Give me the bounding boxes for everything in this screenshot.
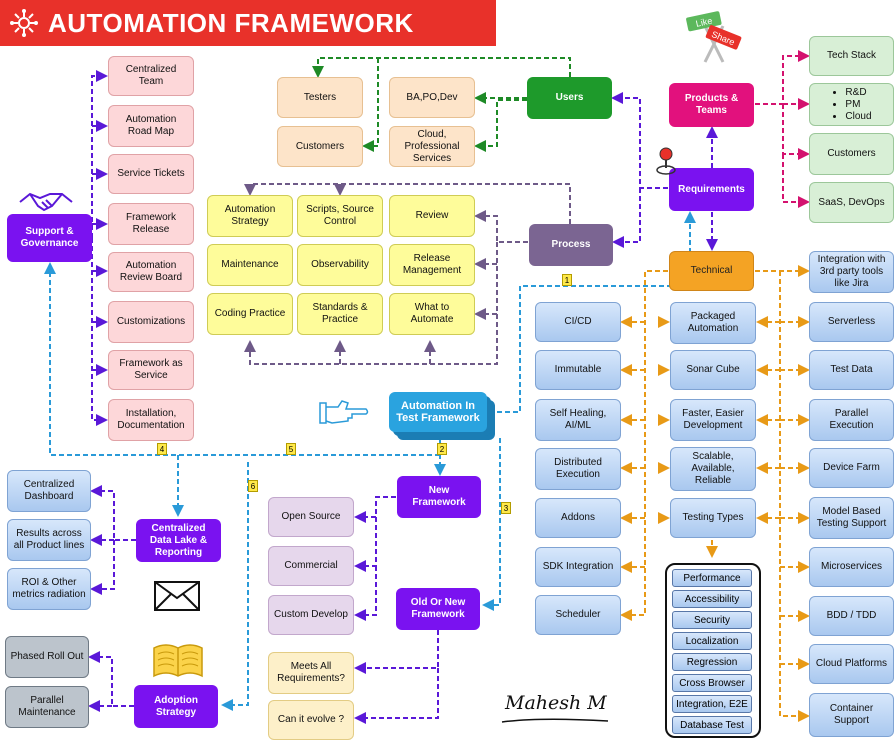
technical-right-item[interactable]: Parallel Execution	[809, 399, 894, 441]
testing-type-item[interactable]: Security	[672, 611, 752, 629]
support-item[interactable]: Automation Road Map	[108, 105, 194, 147]
support-item[interactable]: Framework as Service	[108, 350, 194, 390]
products-item[interactable]: Customers	[809, 133, 894, 175]
step-badge: 2	[437, 443, 447, 455]
page-title: AUTOMATION FRAMEWORK	[48, 7, 414, 38]
like-share-sign-icon: Like Share	[686, 11, 742, 63]
technical-right-item[interactable]: Serverless	[809, 302, 894, 342]
support-item[interactable]: Service Tickets	[108, 154, 194, 194]
requirements-hub[interactable]: Requirements	[669, 168, 754, 211]
process-item[interactable]: Release Management	[389, 244, 475, 286]
technical-left-item[interactable]: Distributed Execution	[535, 448, 621, 490]
technical-right-item[interactable]: Test Data	[809, 350, 894, 390]
new-framework-item[interactable]: Custom Develop	[268, 595, 354, 635]
technical-left-item[interactable]: Self Healing, AI/ML	[535, 399, 621, 441]
technical-center-item[interactable]: Testing Types	[670, 498, 756, 538]
technical-right-item[interactable]: Cloud Platforms	[809, 644, 894, 684]
technical-right-item[interactable]: Device Farm	[809, 448, 894, 488]
support-item[interactable]: Framework Release	[108, 203, 194, 245]
users-hub[interactable]: Users	[527, 77, 612, 119]
process-item[interactable]: Automation Strategy	[207, 195, 293, 237]
adoption-item[interactable]: Parallel Maintenance	[5, 686, 89, 728]
process-item[interactable]: Scripts, Source Control	[297, 195, 383, 237]
products-bullets[interactable]: R&D PM Cloud	[809, 83, 894, 126]
technical-hub[interactable]: Technical	[669, 251, 754, 291]
users-item[interactable]: Testers	[277, 77, 363, 118]
step-badge: 5	[286, 443, 296, 455]
technical-right-item[interactable]: Microservices	[809, 547, 894, 587]
signature-underline	[501, 718, 609, 723]
process-item[interactable]: What to Automate	[389, 293, 475, 335]
products-bullet: R&D	[845, 87, 871, 99]
technical-center-item[interactable]: Packaged Automation	[670, 302, 756, 344]
joystick-icon	[656, 147, 676, 175]
handshake-icon	[19, 192, 73, 212]
process-item[interactable]: Maintenance	[207, 244, 293, 286]
products-item[interactable]: Tech Stack	[809, 36, 894, 76]
data-lake-item[interactable]: ROI & Other metrics radiation	[7, 568, 91, 610]
testing-type-item[interactable]: Regression	[672, 653, 752, 671]
old-or-new-item[interactable]: Meets All Requirements?	[268, 652, 354, 694]
technical-left-item[interactable]: CI/CD	[535, 302, 621, 342]
testing-type-item[interactable]: Integration, E2E	[672, 695, 752, 713]
products-bullet: Cloud	[845, 111, 871, 123]
process-item[interactable]: Review	[389, 195, 475, 237]
technical-left-item[interactable]: SDK Integration	[535, 547, 621, 587]
users-item[interactable]: Cloud, Professional Services	[389, 126, 475, 167]
testing-type-item[interactable]: Performance	[672, 569, 752, 587]
open-book-icon	[153, 644, 203, 678]
new-framework-item[interactable]: Open Source	[268, 497, 354, 537]
network-sun-icon	[10, 9, 38, 37]
process-hub[interactable]: Process	[529, 224, 613, 266]
data-lake-reporting-hub[interactable]: Centralized Data Lake & Reporting	[136, 519, 221, 562]
technical-left-item[interactable]: Addons	[535, 498, 621, 538]
technical-left-item[interactable]: Immutable	[535, 350, 621, 390]
testing-type-item[interactable]: Cross Browser	[672, 674, 752, 692]
old-or-new-item[interactable]: Can it evolve ?	[268, 700, 354, 740]
envelope-icon	[154, 581, 200, 611]
technical-center-item[interactable]: Scalable, Available, Reliable	[670, 447, 756, 491]
users-item[interactable]: BA,PO,Dev	[389, 77, 475, 118]
step-badge: 1	[562, 274, 572, 286]
new-framework-item[interactable]: Commercial	[268, 546, 354, 586]
support-governance-hub[interactable]: Support & Governance	[7, 214, 92, 262]
old-or-new-framework-hub[interactable]: Old Or New Framework	[396, 588, 480, 630]
adoption-strategy-hub[interactable]: Adoption Strategy	[134, 685, 218, 728]
products-item[interactable]: SaaS, DevOps	[809, 182, 894, 223]
testing-type-item[interactable]: Database Test	[672, 716, 752, 734]
technical-left-item[interactable]: Scheduler	[535, 595, 621, 635]
header-banner: AUTOMATION FRAMEWORK	[0, 0, 496, 46]
technical-right-item[interactable]: Model Based Testing Support	[809, 497, 894, 539]
new-framework-hub[interactable]: New Framework	[397, 476, 481, 518]
testing-types-box	[665, 563, 761, 738]
products-teams-hub[interactable]: Products & Teams	[669, 83, 754, 127]
technical-center-item[interactable]: Sonar Cube	[670, 350, 756, 390]
technical-right-item[interactable]: Integration with 3rd party tools like Ji…	[809, 251, 894, 293]
technical-center-item[interactable]: Faster, Easier Development	[670, 399, 756, 441]
process-item[interactable]: Coding Practice	[207, 293, 293, 335]
like-label: Like	[695, 16, 713, 29]
technical-right-item[interactable]: BDD / TDD	[809, 596, 894, 636]
pointing-hand-icon	[319, 400, 369, 424]
step-badge: 4	[157, 443, 167, 455]
support-item[interactable]: Customizations	[108, 301, 194, 343]
products-bullet: PM	[845, 99, 871, 111]
author-signature: Mahesh M	[505, 692, 607, 714]
testing-type-item[interactable]: Localization	[672, 632, 752, 650]
process-item[interactable]: Observability	[297, 244, 383, 286]
step-badge: 6	[248, 480, 258, 492]
technical-right-item[interactable]: Container Support	[809, 693, 894, 737]
automation-in-test-framework-core[interactable]: Automation In Test Framework	[389, 392, 487, 432]
testing-type-item[interactable]: Accessibility	[672, 590, 752, 608]
users-item[interactable]: Customers	[277, 126, 363, 167]
adoption-item[interactable]: Phased Roll Out	[5, 636, 89, 678]
data-lake-item[interactable]: Centralized Dashboard	[7, 470, 91, 512]
step-badge: 3	[501, 502, 511, 514]
process-item[interactable]: Standards & Practice	[297, 293, 383, 335]
support-item[interactable]: Installation, Documentation	[108, 399, 194, 441]
support-item[interactable]: Centralized Team	[108, 56, 194, 96]
support-item[interactable]: Automation Review Board	[108, 252, 194, 292]
data-lake-item[interactable]: Results across all Product lines	[7, 519, 91, 561]
